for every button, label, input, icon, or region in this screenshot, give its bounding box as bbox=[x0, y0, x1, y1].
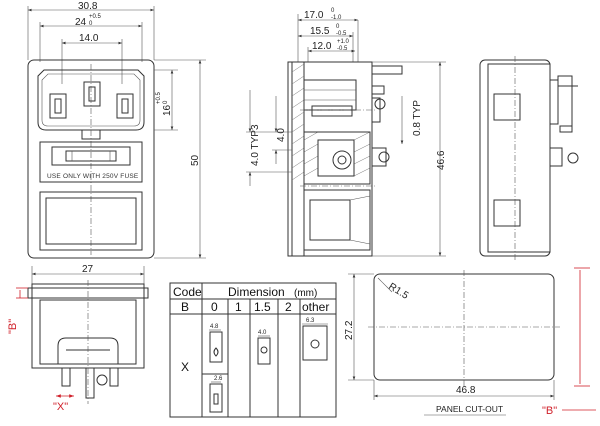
tab-width-2-6: 2.6 bbox=[214, 376, 223, 382]
side-depth-mid-tol-upper: 0 bbox=[336, 24, 340, 30]
bottom-marker-x: "X" bbox=[53, 401, 68, 413]
cutout-label: PANEL CUT-OUT bbox=[436, 404, 503, 414]
table-header-unit: (mm) bbox=[294, 288, 317, 299]
tab-width-4-8: 4.8 bbox=[210, 324, 219, 330]
cutout-width: 46.8 bbox=[456, 385, 476, 396]
front-view: 30.8 24 +0.5 0 14.0 bbox=[27, 1, 206, 259]
bottom-view: 27 "B" "X" bbox=[7, 264, 149, 413]
side-depth-total-tol-lower: -1.0 bbox=[331, 15, 342, 21]
side-depth-mid: 15.5 bbox=[310, 26, 330, 37]
fuse-label: USE ONLY WITH 250V FUSE bbox=[47, 173, 139, 180]
rear-view bbox=[479, 56, 579, 262]
table-col-0: 0 bbox=[211, 300, 218, 314]
side-depth-inner: 12.0 bbox=[312, 41, 332, 52]
side-depth-inner-tol-upper: +1.0 bbox=[337, 39, 350, 45]
table-header-dimension: Dimension bbox=[228, 285, 285, 299]
bottom-marker-b: "B" bbox=[7, 319, 19, 334]
front-width-total: 30.8 bbox=[78, 1, 98, 12]
table-row-x: X bbox=[181, 360, 189, 374]
panel-cutout: R1.5 27.2 46.8 PANEL CUT-OUT "B" bbox=[344, 267, 596, 417]
table-row-code: B bbox=[181, 300, 189, 314]
side-thickness-typ: 0.8 TYP bbox=[412, 100, 423, 136]
cutout-marker-b: "B" bbox=[542, 405, 557, 417]
side-view: 17.0 0 -1.0 15.5 0 -0.5 12.0 +1.0 -0.5 bbox=[246, 8, 447, 257]
section-hatching bbox=[291, 63, 371, 181]
front-width-inner-tol-lower: 0 bbox=[89, 21, 93, 27]
side-offset-typ: 4.0 TYP3 bbox=[250, 124, 261, 166]
socket-pins bbox=[49, 81, 134, 119]
front-width-pins: 14.0 bbox=[79, 33, 99, 44]
dimension-table: Code Dimension (mm) B 0 1 1.5 2 other X … bbox=[169, 282, 337, 418]
side-depth-mid-tol-lower: -0.5 bbox=[336, 31, 347, 37]
bottom-width: 27 bbox=[82, 264, 94, 275]
table-col-1: 1 bbox=[235, 300, 242, 314]
side-depth-total: 17.0 bbox=[304, 10, 324, 21]
front-height-inner-tol-lower: 0 bbox=[163, 100, 169, 104]
table-header-code: Code bbox=[173, 285, 202, 299]
side-height: 46.6 bbox=[436, 150, 447, 170]
front-width-inner: 24 bbox=[75, 17, 87, 28]
table-col-2: 2 bbox=[285, 300, 292, 314]
side-depth-total-tol-upper: 0 bbox=[331, 8, 335, 14]
front-height-inner: 16 bbox=[162, 104, 173, 116]
cutout-radius: R1.5 bbox=[386, 281, 410, 302]
front-height-total: 50 bbox=[190, 154, 201, 166]
front-width-inner-tol-upper: +0.5 bbox=[89, 14, 102, 20]
side-depth-inner-tol-lower: -0.5 bbox=[337, 46, 348, 52]
table-col-other: other bbox=[302, 300, 329, 314]
cutout-height: 27.2 bbox=[344, 320, 355, 340]
tab-width-4-0: 4.0 bbox=[258, 330, 267, 336]
tab-width-6-3: 6.3 bbox=[306, 318, 315, 324]
tab-drawings: 4.8 4.0 6.3 2.6 bbox=[209, 318, 328, 413]
front-height-inner-tol-upper: +0.5 bbox=[156, 91, 162, 104]
side-offset: 4.0 bbox=[276, 128, 287, 142]
table-col-1-5: 1.5 bbox=[254, 300, 271, 314]
